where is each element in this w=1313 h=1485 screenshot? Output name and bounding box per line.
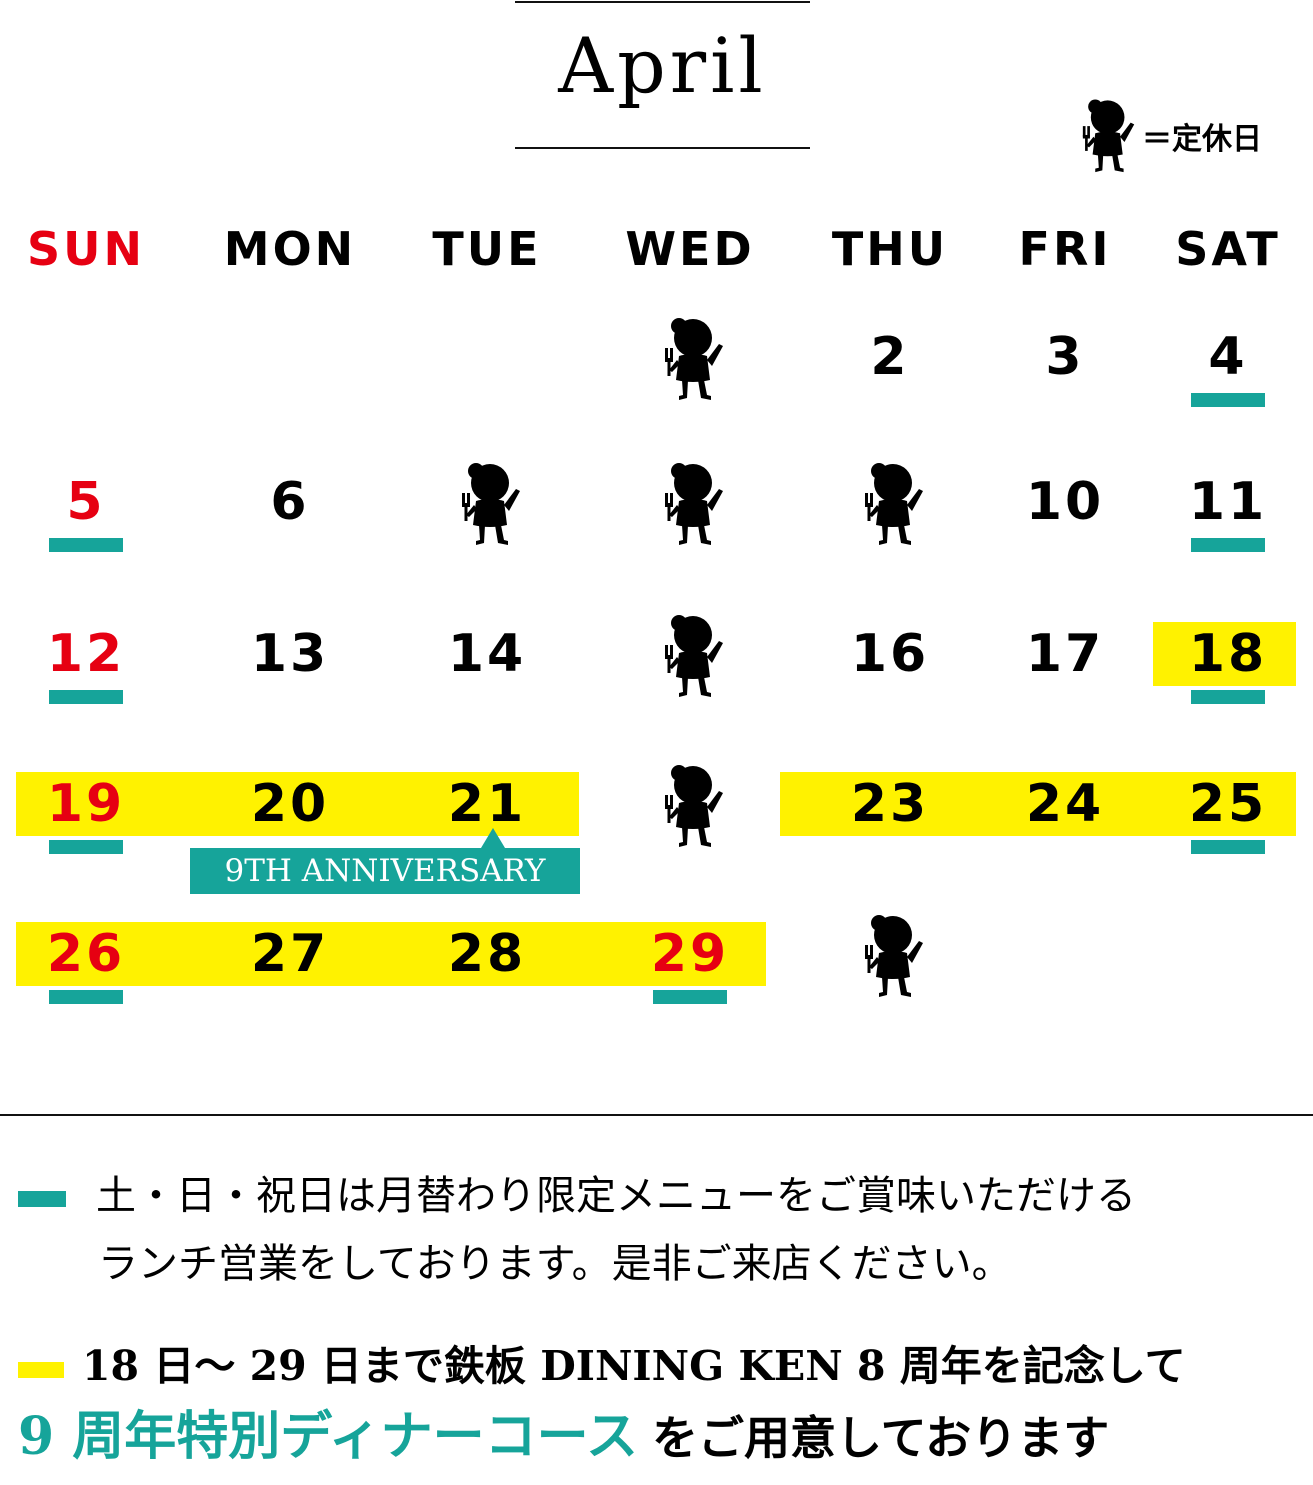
month-title: April xyxy=(558,21,767,110)
day-14[interactable]: 14 xyxy=(447,624,527,684)
day-6[interactable]: 6 xyxy=(270,472,310,532)
anniversary-tag-pointer xyxy=(481,828,505,848)
chef-icon xyxy=(655,761,725,851)
lunch-marker xyxy=(49,990,123,1004)
section-divider xyxy=(0,1114,1313,1116)
lunch-note-line2: ランチ営業をしております。是非ご来店ください。 xyxy=(98,1241,1012,1287)
lunch-marker xyxy=(653,990,727,1004)
day-29[interactable]: 29 xyxy=(650,924,730,984)
lunch-marker xyxy=(1191,538,1265,552)
day-24[interactable]: 24 xyxy=(1025,774,1105,834)
day-18[interactable]: 18 xyxy=(1188,624,1268,684)
anniversary-highlight-band xyxy=(16,772,579,836)
lunch-note-line1: 土・日・祝日は月替わり限定メニューをご賞味いただける xyxy=(96,1173,1136,1219)
day-16[interactable]: 16 xyxy=(850,624,930,684)
lunch-marker xyxy=(49,840,123,854)
anniversary-course-highlight: 9 周年特別ディナーコース xyxy=(18,1406,639,1467)
lunch-marker xyxy=(49,538,123,552)
anniversary-note: 18 日～ 29 日まで鉄板 DINING KEN 8 周年を記念して 9 周年… xyxy=(18,1346,1308,1463)
anniversary-tag-label: 9TH ANNIVERSARY xyxy=(224,853,546,889)
lunch-marker xyxy=(1191,840,1265,854)
day-2[interactable]: 2 xyxy=(870,327,910,387)
chef-icon xyxy=(855,911,925,1001)
closed-day-legend: ＝定休日 xyxy=(1074,96,1262,176)
day-13[interactable]: 13 xyxy=(250,624,330,684)
day-19[interactable]: 19 xyxy=(46,774,126,834)
day-25[interactable]: 25 xyxy=(1188,774,1268,834)
weekday-tue: TUE xyxy=(432,222,542,276)
day-10[interactable]: 10 xyxy=(1025,472,1105,532)
anniversary-tag: 9TH ANNIVERSARY xyxy=(190,828,580,894)
lunch-note: 土・日・祝日は月替わり限定メニューをご賞味いただける ランチ営業をしております。… xyxy=(18,1176,1308,1284)
day-21[interactable]: 21 xyxy=(447,774,527,834)
weekday-sun: SUN xyxy=(27,222,145,276)
weekday-wed: WED xyxy=(625,222,755,276)
anniversary-highlight-band xyxy=(16,922,766,986)
day-17[interactable]: 17 xyxy=(1025,624,1105,684)
day-12[interactable]: 12 xyxy=(46,624,126,684)
weekday-thu: THU xyxy=(831,222,949,276)
day-4[interactable]: 4 xyxy=(1208,327,1248,387)
chef-icon xyxy=(452,459,522,549)
day-11[interactable]: 11 xyxy=(1188,472,1268,532)
chef-icon xyxy=(655,459,725,549)
day-28[interactable]: 28 xyxy=(447,924,527,984)
weekday-sat: SAT xyxy=(1175,222,1281,276)
anniversary-note-line1: 18 日～ 29 日まで鉄板 DINING KEN 8 周年を記念して xyxy=(82,1342,1186,1390)
day-5[interactable]: 5 xyxy=(66,472,106,532)
day-23[interactable]: 23 xyxy=(850,774,930,834)
weekday-fri: FRI xyxy=(1018,222,1112,276)
anniversary-note-rest: をご用意しております xyxy=(652,1411,1110,1465)
closed-day-legend-text: ＝定休日 xyxy=(1142,122,1262,157)
weekday-mon: MON xyxy=(223,222,357,276)
day-20[interactable]: 20 xyxy=(250,774,330,834)
anniversary-highlight-band xyxy=(780,772,1296,836)
day-26[interactable]: 26 xyxy=(46,924,126,984)
lunch-marker xyxy=(1191,690,1265,704)
yellow-swatch xyxy=(18,1361,64,1378)
chef-icon xyxy=(855,459,925,549)
teal-swatch xyxy=(18,1191,66,1207)
day-3[interactable]: 3 xyxy=(1045,327,1085,387)
lunch-marker xyxy=(1191,393,1265,407)
chef-icon xyxy=(655,314,725,404)
lunch-marker xyxy=(49,690,123,704)
day-27[interactable]: 27 xyxy=(250,924,330,984)
chef-icon xyxy=(1074,96,1136,176)
title-rule-top xyxy=(515,1,810,3)
chef-icon xyxy=(655,611,725,701)
title-rule-bottom xyxy=(515,147,810,149)
anniversary-highlight-band xyxy=(1153,622,1296,686)
